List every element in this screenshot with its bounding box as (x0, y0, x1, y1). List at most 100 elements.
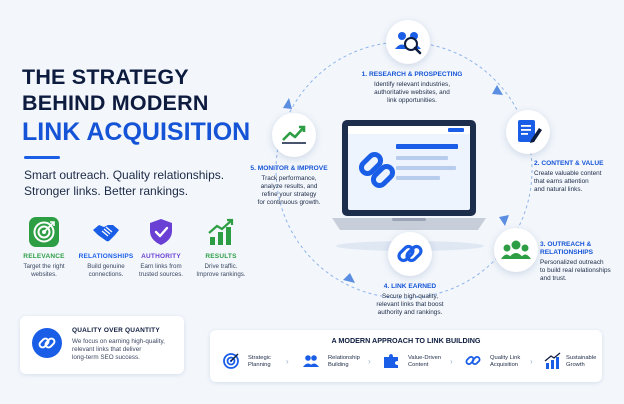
step-2-text: 2. CONTENT & VALUE Create valuable conte… (534, 160, 620, 194)
value-description-line: Earn links from (140, 263, 182, 270)
step-2-description: Create valuable content that earns atten… (534, 170, 620, 194)
step-description-line: that earns attention (534, 178, 589, 185)
cycle-arrowhead (499, 215, 509, 226)
step-description-line: authoritative websites, and (374, 89, 450, 96)
target-icon (223, 353, 239, 369)
step-description-line: and natural links. (534, 186, 583, 193)
growth-chart-icon (208, 218, 234, 245)
trend-chart-icon (282, 125, 306, 144)
quality-icon-badge (32, 328, 62, 358)
step-description-line: Secure high-quality, (381, 293, 438, 300)
step-description-line: for continuous growth. (257, 199, 321, 206)
flow-label-line: Sustainable (566, 355, 597, 361)
cycle-arrowhead (492, 85, 503, 95)
value-description-line: Target the right (23, 263, 65, 270)
step-description-line: and trust. (540, 275, 567, 282)
step-3-text: 3. OUTREACH & RELATIONSHIPS Personalized… (540, 241, 622, 283)
step-description-line: refine your strategy (261, 191, 317, 198)
step-1-title: 1. RESEARCH & PROSPECTING (361, 71, 463, 78)
tagline: Smart outreach. Quality relationships. S… (24, 168, 244, 199)
group-icon (303, 355, 319, 367)
shield-check-icon (150, 219, 172, 245)
flow-item-label: Quality Link Acquisition (490, 355, 540, 369)
flow-label-line: Quality Link (490, 355, 521, 361)
headline-divider (24, 156, 60, 159)
step-2-title: 2. CONTENT & VALUE (534, 160, 604, 167)
quality-description-line: relevant links that deliver (72, 346, 142, 354)
value-title: AUTHORITY (141, 253, 181, 260)
quality-over-quantity-card: QUALITY OVER QUANTITY We focus on earnin… (20, 316, 184, 374)
step-description-line: authority and rankings. (377, 309, 443, 316)
group-icon (501, 240, 531, 259)
value-description-line: websites. (31, 271, 57, 278)
step-description-line: link opportunities. (387, 97, 437, 104)
flow-label-line: Planning (248, 362, 271, 368)
flow-label-line: Relationship (328, 355, 360, 361)
value-card-relationships: RELATIONSHIPS Build genuine connections. (77, 217, 135, 279)
puzzle-icon (384, 354, 398, 368)
flow-arrow-icon: › (368, 357, 371, 366)
value-description: Target the right websites. (15, 263, 73, 279)
value-description-line: connections. (88, 271, 124, 278)
flow-label-line: Value-Driven (408, 355, 442, 361)
flow-label-line: Building (328, 362, 349, 368)
headline-line-2: BEHIND MODERN (22, 91, 209, 115)
flow-label-line: Acquisition (490, 362, 519, 368)
chain-link-icon (465, 356, 481, 365)
step-3-title: 3. OUTREACH & (540, 241, 592, 248)
step-3-node (494, 228, 538, 272)
document-pen-icon (518, 120, 542, 143)
value-description-line: Improve rankings. (196, 271, 246, 278)
value-card-relevance: RELEVANCE Target the right websites. (15, 217, 73, 279)
step-5-node (272, 113, 316, 157)
headline-line-1: THE STRATEGY (22, 65, 189, 89)
handshake-icon (93, 225, 119, 242)
step-4-description: Secure high-quality, relevant links that… (348, 293, 472, 317)
quality-description-line: We focus on earning high-quality, (72, 338, 165, 345)
research-people-icon (395, 32, 422, 55)
flow-item-label: Strategic Planning (248, 355, 292, 369)
flow-label-line: Content (408, 362, 429, 368)
headline-line-3: LINK ACQUISITION (22, 118, 251, 146)
step-description-line: Track performance, (261, 175, 317, 182)
value-title: RELEVANCE (23, 253, 65, 260)
modern-approach-flow: A MODERN APPROACH TO LINK BUILDING Strat… (210, 330, 602, 382)
step-description-line: analyze results, and (260, 183, 318, 190)
value-title: RELATIONSHIPS (78, 253, 134, 260)
step-4-text: 4. LINK EARNED Secure high-quality, rele… (348, 283, 472, 317)
step-5-text: 5. MONITOR & IMPROVE Track performance, … (242, 165, 336, 207)
bar-growth-icon (544, 352, 561, 369)
step-1-node (386, 20, 430, 64)
flow-item-label: Value-Driven Content (408, 355, 458, 369)
target-icon (29, 217, 59, 247)
step-3-title-continued: RELATIONSHIPS (540, 249, 593, 256)
flow-label-line: Strategic (248, 355, 271, 361)
laptop-illustration (332, 118, 486, 248)
flow-arrow-icon: › (530, 357, 533, 366)
value-description: Build genuine connections. (77, 263, 135, 279)
step-2-node (506, 110, 550, 154)
step-description-line: to build real relationships (540, 267, 611, 274)
tagline-line-2: Stronger links. Better rankings. (24, 183, 189, 198)
laptop-icon (332, 120, 486, 230)
cycle-arrowhead (343, 273, 355, 283)
quality-description-line: long-term SEO success. (72, 354, 140, 362)
cycle-arrowhead (283, 98, 292, 109)
value-description-line: trusted sources. (138, 271, 184, 278)
value-card-results: RESULTS Drive traffic. Improve rankings. (190, 217, 252, 279)
value-description: Drive traffic. Improve rankings. (190, 263, 252, 279)
flow-item-label: Sustainable Growth (566, 355, 602, 369)
step-5-title: 5. MONITOR & IMPROVE (250, 165, 328, 172)
value-description-line: Drive traffic. (204, 263, 238, 270)
step-4-node (388, 232, 432, 276)
step-description-line: Create valuable content (534, 170, 602, 177)
flow-item-label: Relationship Building (328, 355, 374, 369)
flow-title: A MODERN APPROACH TO LINK BUILDING (331, 336, 481, 345)
chain-link-icon (397, 244, 423, 263)
flow-label-line: Growth (566, 362, 585, 368)
quality-title: QUALITY OVER QUANTITY (72, 327, 160, 334)
step-3-description: Personalized outreach to build real rela… (540, 259, 622, 283)
step-5-description: Track performance, analyze results, and … (242, 175, 336, 207)
value-card-authority: AUTHORITY Earn links from trusted source… (132, 217, 190, 279)
step-4-title: 4. LINK EARNED (383, 283, 437, 290)
